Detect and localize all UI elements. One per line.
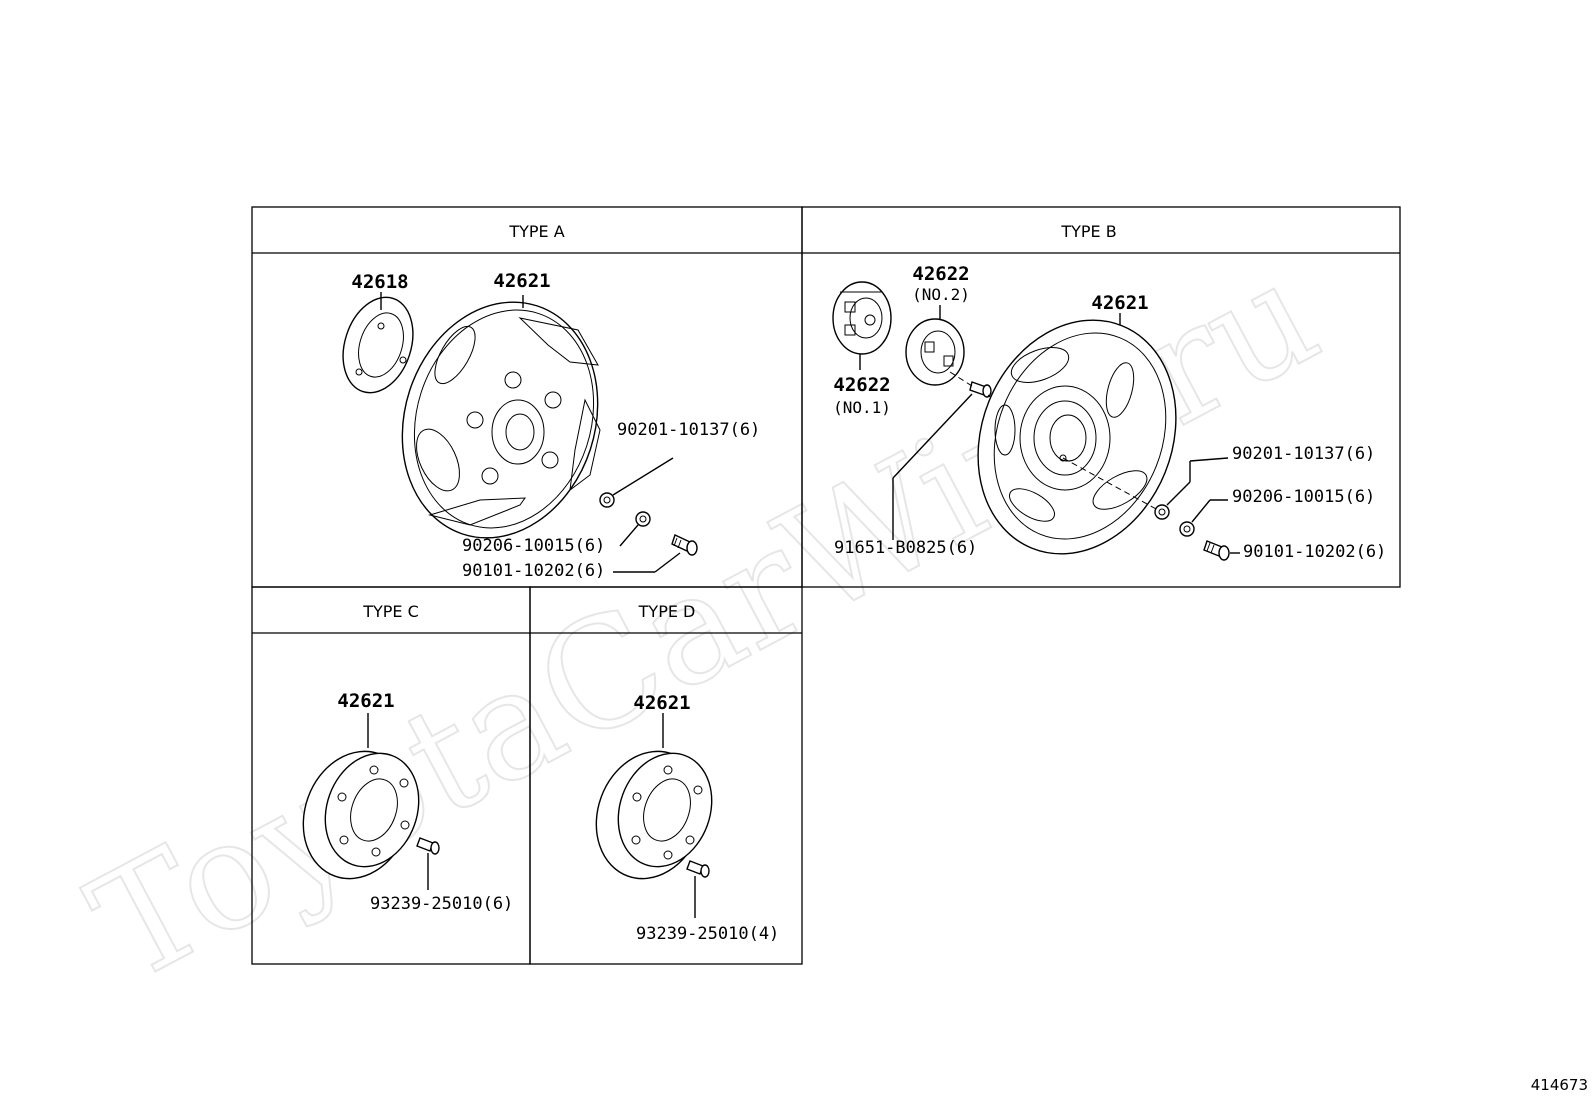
part-number-42622-no1: 42622 bbox=[833, 374, 890, 396]
label-no2: (NO.2) bbox=[912, 285, 970, 304]
figure-id: 414673 bbox=[1531, 1076, 1588, 1094]
washer-part-a[interactable] bbox=[635, 511, 651, 527]
bolt-part-b[interactable] bbox=[1203, 540, 1230, 561]
cap-42621-type-c[interactable] bbox=[286, 736, 434, 894]
part-number-bolt-d: 93239-25010(4) bbox=[636, 924, 779, 944]
bolt-part-c[interactable] bbox=[416, 837, 440, 855]
part-number-nut-b: 90201-10137(6) bbox=[1232, 444, 1375, 464]
bolt-part-a[interactable] bbox=[671, 534, 698, 556]
panel-title-type-a: TYPE A bbox=[508, 222, 564, 241]
part-number-42622-no2: 42622 bbox=[912, 263, 969, 285]
part-number-42621-a: 42621 bbox=[493, 270, 550, 292]
part-number-screw-b: 91651-B0825(6) bbox=[834, 538, 977, 558]
nut-part-a[interactable] bbox=[599, 492, 615, 508]
wheel-cap-42621-type-a[interactable] bbox=[373, 277, 628, 564]
washer-part-b[interactable] bbox=[1179, 521, 1195, 537]
panel-frames bbox=[251, 206, 1401, 965]
label-no1: (NO.1) bbox=[833, 398, 891, 417]
panel-type-c: TYPE C 42621 93239-25010(6) bbox=[286, 602, 513, 914]
bolt-part-d[interactable] bbox=[686, 860, 710, 878]
watermark: ToyotaCarWire.ru bbox=[65, 227, 1343, 1017]
part-number-bolt-b: 90101-10202(6) bbox=[1243, 542, 1386, 562]
panel-type-a: TYPE A 42618 4262 bbox=[331, 222, 760, 581]
part-number-42621-d: 42621 bbox=[633, 692, 690, 714]
panel-type-b: TYPE B 42622 (NO.1) 42622 (NO.2) bbox=[832, 222, 1386, 584]
part-number-nut-a: 90201-10137(6) bbox=[617, 420, 760, 440]
screw-part-b[interactable] bbox=[969, 381, 992, 398]
ring-42618-part[interactable] bbox=[331, 288, 424, 402]
wheel-cap-42621-type-b[interactable] bbox=[944, 290, 1210, 584]
panel-type-d: TYPE D 42621 93239-25010(4) bbox=[579, 602, 779, 944]
part-number-42621-c: 42621 bbox=[337, 690, 394, 712]
part-number-bolt-a: 90101-10202(6) bbox=[462, 561, 605, 581]
panel-title-type-d: TYPE D bbox=[638, 602, 696, 621]
part-number-42618: 42618 bbox=[351, 271, 408, 293]
panel-title-type-b: TYPE B bbox=[1060, 222, 1116, 241]
part-number-42621-b: 42621 bbox=[1091, 292, 1148, 314]
nut-part-b[interactable] bbox=[1154, 504, 1170, 520]
part-number-washer-a: 90206-10015(6) bbox=[462, 536, 605, 556]
panel-title-type-c: TYPE C bbox=[362, 602, 419, 621]
part-number-bolt-c: 93239-25010(6) bbox=[370, 894, 513, 914]
part-number-washer-b: 90206-10015(6) bbox=[1232, 487, 1375, 507]
ornament-42622-no2[interactable] bbox=[905, 318, 965, 386]
cap-42621-type-d[interactable] bbox=[579, 736, 727, 894]
ornament-42622-no1[interactable] bbox=[832, 281, 892, 355]
